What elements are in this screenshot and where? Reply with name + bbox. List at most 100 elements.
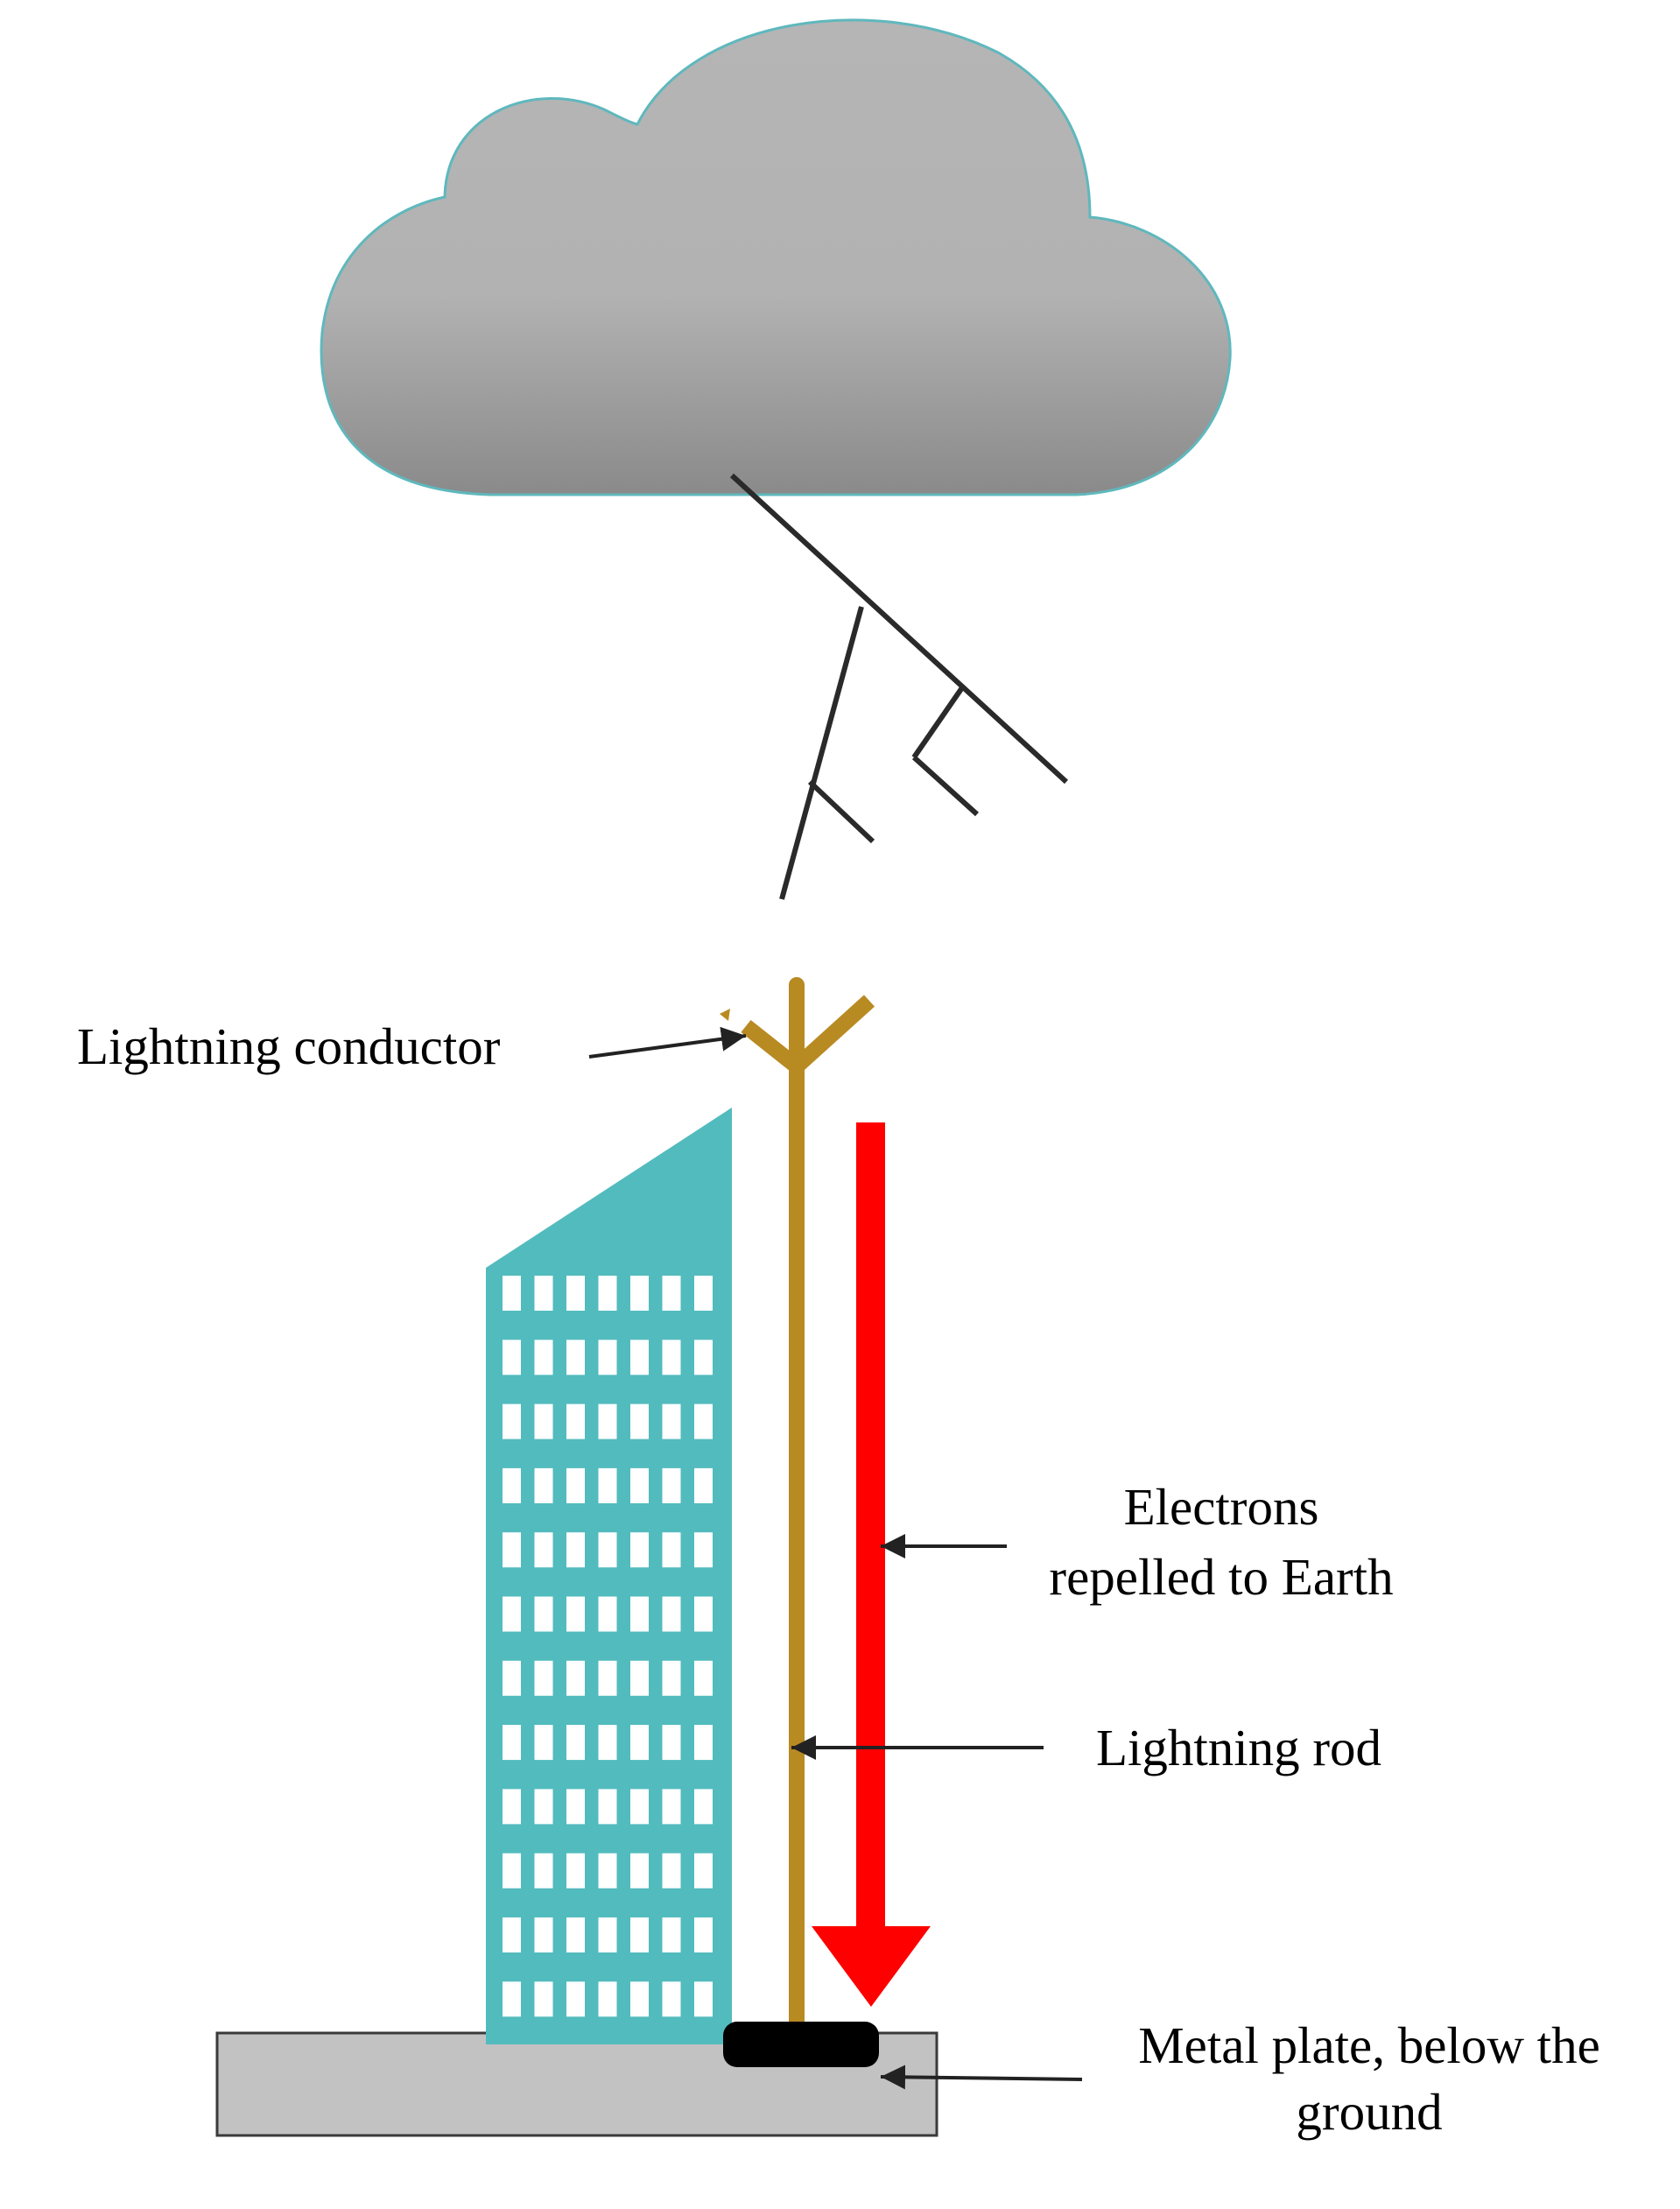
building-window [503,1403,521,1439]
building-window [566,1853,585,1889]
label-electrons-line1: Electrons [1124,1478,1319,1536]
building-window [662,1340,681,1375]
building-window [630,1532,649,1568]
conductor-spark [720,1009,730,1021]
building-window [694,1725,713,1761]
building-window [694,1917,713,1952]
building-window [598,1467,617,1503]
building-window [566,1789,585,1825]
label-metal-plate-line1: Metal plate, below the [1138,2016,1600,2074]
building-window [566,1276,585,1311]
building-window [566,1725,585,1761]
building-window [566,1596,585,1632]
building-window [534,1789,553,1825]
building-window [694,1660,713,1696]
building-window [694,1853,713,1889]
building-window [503,1725,521,1761]
building-window [630,1467,649,1503]
building-window [630,1340,649,1375]
building-window [630,1853,649,1889]
building-window [694,1789,713,1825]
building-window [534,1853,553,1889]
lightning-bolt [729,473,1069,900]
building-window [598,1789,617,1825]
building-window [503,1789,521,1825]
building-window [503,1340,521,1375]
building-window [598,1403,617,1439]
pointer-lightning-conductor [588,1026,747,1059]
building-window [662,1789,681,1825]
building-window [534,1725,553,1761]
building-window [566,1403,585,1439]
lightning-conductor [741,995,875,1073]
building-window [662,1532,681,1568]
building-window [694,1532,713,1568]
building-window [534,1340,553,1375]
building-window [534,1276,553,1311]
label-electrons-line2: repelled to Earth [1049,1548,1393,1606]
building-window [598,1917,617,1952]
building-window [503,1596,521,1632]
building-window [630,1276,649,1311]
building-window [534,1403,553,1439]
building-window [534,1917,553,1952]
electron-flow-arrow [812,1122,931,2007]
building-window [503,1276,521,1311]
building-window [630,1403,649,1439]
building-window [598,1596,617,1632]
building-window [662,1917,681,1952]
building-window [534,1596,553,1632]
building-window [662,1660,681,1696]
building-window [598,1853,617,1889]
building-window [630,1596,649,1632]
building-window [534,1467,553,1503]
building-window [662,1981,681,2017]
building-window [503,1467,521,1503]
building-window [662,1596,681,1632]
building-window [662,1853,681,1889]
building-window [694,1467,713,1503]
building-window [566,1467,585,1503]
building-window [598,1276,617,1311]
building-window [630,1660,649,1696]
building-window [534,1532,553,1568]
metal-plate [723,2022,879,2067]
building [486,1108,732,2044]
building-window [694,1403,713,1439]
building-window [566,1340,585,1375]
building-window [694,1596,713,1632]
building-window [630,1725,649,1761]
building-window [566,1532,585,1568]
building-window [503,1532,521,1568]
building-window [598,1725,617,1761]
building-window [630,1981,649,2017]
building-window [694,1340,713,1375]
building-window [503,1853,521,1889]
building-window [566,1981,585,2017]
building-window [598,1660,617,1696]
building-window [630,1917,649,1952]
building-window [598,1532,617,1568]
building-window [534,1981,553,2017]
building-window [630,1789,649,1825]
building-window [503,1660,521,1696]
building-window [534,1660,553,1696]
building-window [662,1403,681,1439]
pointer-metal-plate [880,2065,1083,2090]
building-window [662,1276,681,1311]
building-window [662,1467,681,1503]
building-window [598,1340,617,1375]
building-window [598,1981,617,2017]
building-window [566,1660,585,1696]
label-lightning-rod: Lightning rod [1096,1719,1381,1776]
building-window [694,1981,713,2017]
storm-cloud [320,18,1232,496]
label-metal-plate-line2: ground [1296,2083,1442,2141]
building-windows [503,1276,713,2017]
building-window [503,1917,521,1952]
label-lightning-conductor: Lightning conductor [77,1017,501,1075]
building-window [566,1917,585,1952]
building-window [694,1276,713,1311]
building-window [662,1725,681,1761]
